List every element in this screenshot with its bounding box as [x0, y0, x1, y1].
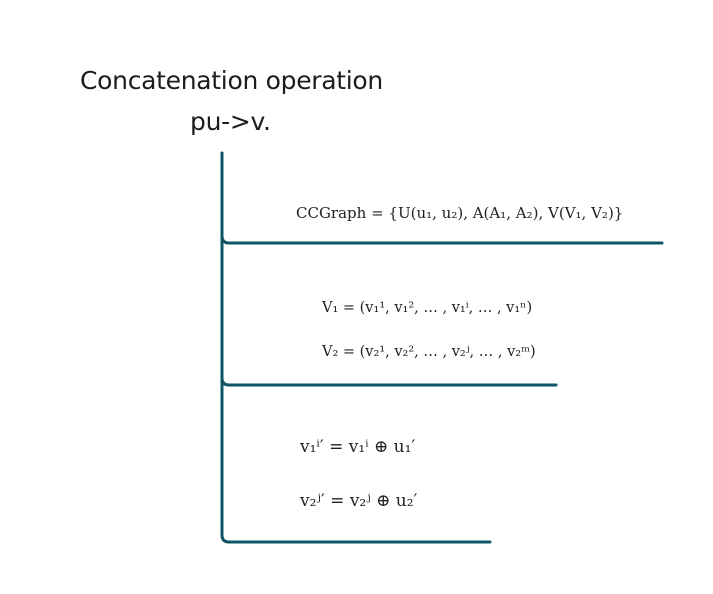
frame-divider-2	[220, 376, 558, 387]
equation-concat-v2: v₂ʲ′ = v₂ʲ ⊕ u₂′	[300, 491, 418, 511]
equation-concat-v1: v₁ⁱ′ = v₁ⁱ ⊕ u₁′	[300, 437, 416, 457]
frame-divider-1	[220, 234, 664, 245]
diagram-subtitle: pu->v.	[190, 107, 271, 136]
diagram-title: Concatenation operation	[80, 66, 383, 95]
equation-v2-sequence: V₂ = (v₂¹, v₂², … , v₂ʲ, … , v₂ᵐ)	[322, 344, 536, 360]
frame-vertical-line	[220, 151, 492, 544]
equation-v1-sequence: V₁ = (v₁¹, v₁², … , v₁ⁱ, … , v₁ⁿ)	[322, 300, 533, 316]
equation-ccgraph: CCGraph = {U(u₁, u₂), A(A₁, A₂), V(V₁, V…	[296, 204, 624, 222]
